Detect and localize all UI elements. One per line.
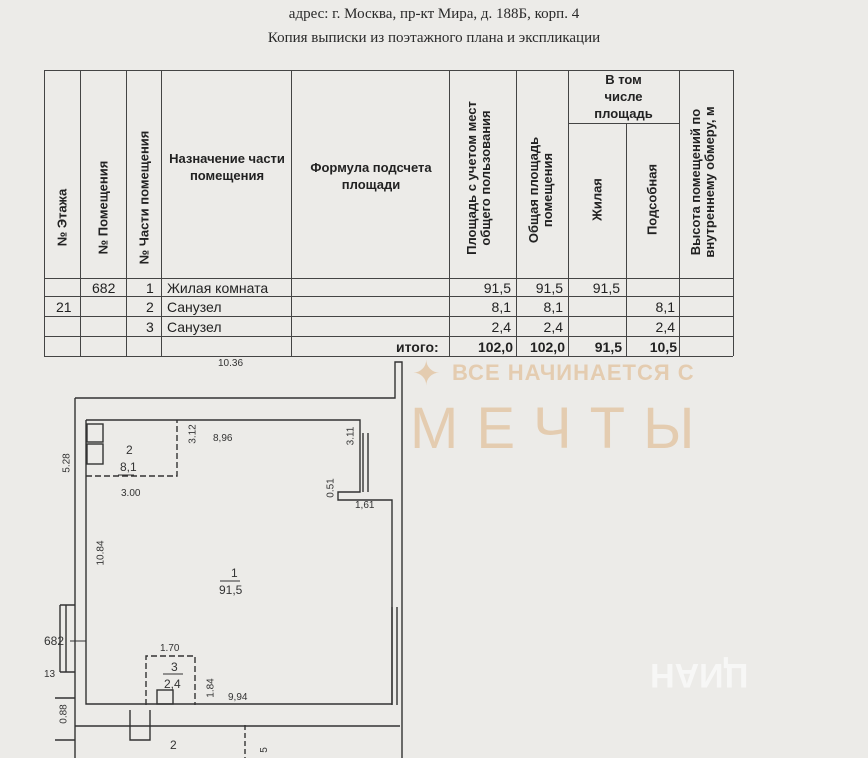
dim-bottom: 9,94 — [228, 692, 248, 703]
cian-watermark: ЦИАН — [650, 656, 749, 694]
room-2-number: 2 — [126, 443, 133, 457]
cell-area-common: 2,4 — [491, 319, 511, 335]
dim-niche: 0.51 — [325, 478, 337, 498]
dim-bottom-right: 5 — [258, 747, 270, 753]
total-area-total: 102,0 — [529, 339, 565, 355]
cell-part: 1 — [146, 280, 154, 296]
total-area-common: 102,0 — [477, 339, 513, 355]
total-auxiliary: 10,5 — [649, 339, 677, 355]
cell-area-common: 8,1 — [491, 299, 511, 315]
room-1-area: 91,5 — [219, 583, 243, 597]
cell-area-total: 2,4 — [543, 319, 563, 335]
total-living: 91,5 — [594, 339, 622, 355]
watermark-logo: МЕЧТЫ — [410, 396, 713, 461]
room-3-number: 3 — [171, 660, 178, 674]
cell-purpose: Жилая комната — [167, 280, 269, 296]
dim-left-marker: 13 — [44, 669, 56, 680]
dim-left-main: 10.84 — [95, 540, 107, 566]
dim-bath3-h: 1.84 — [205, 678, 217, 698]
header-formula: Формула подсчета площади — [310, 160, 432, 192]
header-including: В том числе площадь — [594, 72, 653, 121]
cell-part: 2 — [146, 299, 154, 315]
room-2-area: 8,1 — [120, 460, 137, 474]
dim-bath2-w: 3.00 — [121, 488, 141, 499]
cell-purpose: Санузел — [167, 299, 222, 315]
watermark-star-icon: ✦ — [412, 355, 441, 393]
cell-part: 3 — [146, 319, 154, 335]
dim-niche-w: 1,61 — [355, 500, 375, 511]
room-3-area: 2,4 — [164, 677, 181, 691]
explication-table: № Этажа № Помещения № Части помещения На… — [44, 70, 734, 357]
window-right — [391, 607, 398, 705]
cell-area-common: 91,5 — [483, 280, 511, 296]
cell-floor: 21 — [56, 299, 72, 315]
total-label: итого: — [396, 339, 439, 355]
cell-area-total: 8,1 — [543, 299, 563, 315]
cell-room: 682 — [92, 280, 116, 296]
document-subtitle: Копия выписки из поэтажного плана и эксп… — [267, 30, 601, 46]
dim-window-top: 3.11 — [345, 426, 357, 446]
window-top — [362, 433, 369, 492]
dim-bottom-left: 0.88 — [58, 704, 70, 724]
cell-auxiliary: 8,1 — [655, 299, 675, 315]
dim-left-upper: 5.28 — [61, 453, 73, 473]
header-purpose: Назначение части помещения — [169, 151, 285, 183]
dim-top-outer: 10.36 — [218, 358, 244, 369]
dim-bath2-h: 3.12 — [187, 424, 199, 444]
watermark-tagline: ВСЕ НАЧИНАЕТСЯ С — [452, 360, 695, 385]
bath2-partition — [86, 420, 178, 477]
address-line: адрес: г. Москва, пр-кт Мира, д. 188Б, к… — [288, 6, 580, 22]
dim-bath3-w: 1.70 — [160, 643, 180, 654]
apartment-label: 682 — [44, 634, 65, 648]
dim-top-inner: 8,96 — [213, 433, 233, 444]
cell-purpose: Санузел — [167, 319, 222, 335]
cell-area-total: 91,5 — [535, 280, 563, 296]
cell-living: 91,5 — [592, 280, 620, 296]
room-1-number: 1 — [231, 566, 238, 580]
bath3-partition — [145, 655, 196, 705]
neighbor-label: 2 — [170, 738, 177, 752]
cell-auxiliary: 2,4 — [655, 319, 675, 335]
